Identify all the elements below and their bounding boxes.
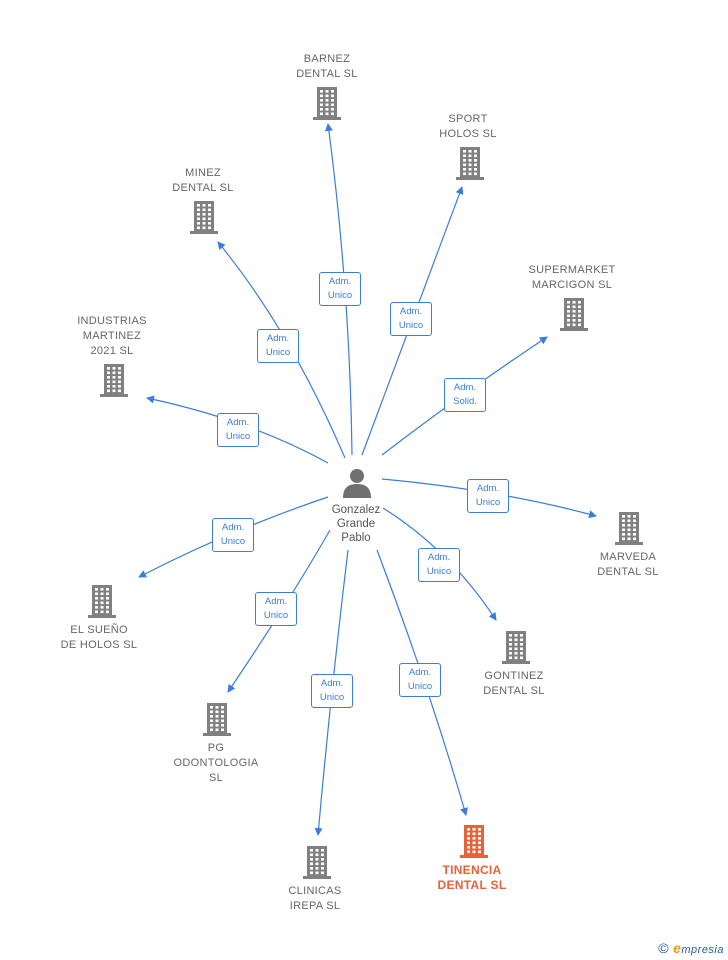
building-icon <box>301 844 333 885</box>
role-badge-sport[interactable]: Adm. Unico <box>390 302 432 336</box>
building-icon <box>558 296 590 337</box>
building-icon <box>613 510 645 551</box>
company-name: MINEZ DENTAL SL <box>172 167 234 194</box>
building-icon <box>500 629 532 670</box>
role-badge-marveda[interactable]: Adm. Unico <box>467 479 509 513</box>
person-icon <box>343 469 371 498</box>
company-name: TINENCIA DENTAL SL <box>437 863 507 892</box>
building-icon <box>201 701 233 742</box>
building-icon <box>86 583 118 624</box>
role-badge-tinencia[interactable]: Adm. Unico <box>399 663 441 697</box>
company-name: SUPERMARKET MARCIGON SL <box>528 264 616 291</box>
person-name: Gonzalez Grande Pablo <box>331 504 381 544</box>
company-name: GONTINEZ DENTAL SL <box>483 670 545 697</box>
building-icon <box>188 199 220 240</box>
role-badge-supermarket[interactable]: Adm. Solid. <box>444 378 486 412</box>
building-icon <box>311 85 343 126</box>
building-icon <box>454 145 486 186</box>
role-badge-gontinez[interactable]: Adm. Unico <box>418 548 460 582</box>
company-name: CLINICAS IREPA SL <box>288 885 342 912</box>
role-badge-clinicas[interactable]: Adm. Unico <box>311 674 353 708</box>
brand-logo-text: mpresia <box>681 944 724 956</box>
company-name: INDUSTRIAS MARTINEZ 2021 SL <box>77 315 147 357</box>
company-name: MARVEDA DENTAL SL <box>597 551 659 578</box>
footer-credit: ©empresia <box>658 940 724 956</box>
building-icon <box>98 362 130 403</box>
role-badge-barnez[interactable]: Adm. Unico <box>319 272 361 306</box>
role-badge-elsueno[interactable]: Adm. Unico <box>212 518 254 552</box>
role-badge-industrias[interactable]: Adm. Unico <box>217 413 259 447</box>
company-name: SPORT HOLOS SL <box>439 113 497 140</box>
brand-logo-initial: e <box>673 940 682 956</box>
role-badge-pg[interactable]: Adm. Unico <box>255 592 297 626</box>
company-name: PG ODONTOLOGIA SL <box>173 742 259 784</box>
building-icon <box>458 823 490 864</box>
company-name: EL SUEÑO DE HOLOS SL <box>60 624 138 651</box>
copyright-icon: © <box>658 940 670 956</box>
company-name: BARNEZ DENTAL SL <box>296 53 358 80</box>
role-badge-minez[interactable]: Adm. Unico <box>257 329 299 363</box>
